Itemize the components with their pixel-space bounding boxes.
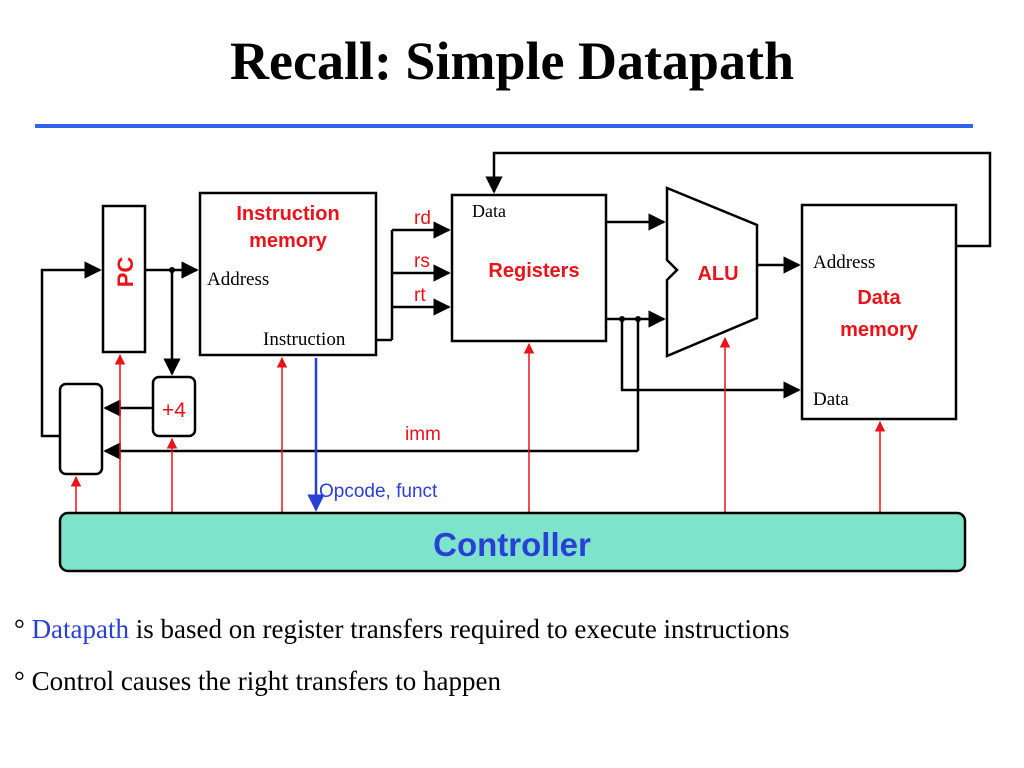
junction-pc bbox=[169, 267, 175, 273]
rt-label: rt bbox=[414, 285, 426, 306]
junction-imm bbox=[635, 316, 641, 322]
alu-label: ALU bbox=[697, 263, 738, 285]
pc-register bbox=[101, 204, 147, 354]
bullet-2-text: Control causes the right transfers to ha… bbox=[24, 666, 501, 696]
bullet-2-marker: ° bbox=[14, 666, 25, 696]
opcode-label: Opcode, funct bbox=[319, 481, 438, 502]
registers-block bbox=[450, 193, 608, 343]
pc-label: PC bbox=[113, 257, 138, 288]
writeback-wire bbox=[485, 151, 992, 248]
data-memory-block bbox=[800, 203, 958, 421]
bullet-1: ° Datapath is based on register transfer… bbox=[14, 614, 790, 645]
page-title: Recall: Simple Datapath bbox=[230, 31, 794, 91]
adder-block bbox=[151, 375, 197, 438]
bullet-1-marker: ° bbox=[14, 614, 25, 644]
instruction-memory-title-line1: Instruction bbox=[236, 203, 339, 225]
junction-rt bbox=[619, 316, 625, 322]
bullet-1-text: is based on register transfers required … bbox=[129, 614, 790, 644]
title-divider bbox=[35, 124, 973, 128]
adder-label: +4 bbox=[162, 399, 186, 422]
registers-label: Registers bbox=[488, 260, 579, 282]
bullet-1-highlight: Datapath bbox=[31, 614, 130, 644]
rs-label: rs bbox=[414, 251, 430, 272]
controller-block bbox=[58, 511, 967, 573]
mux-to-pc-wire bbox=[40, 261, 102, 438]
data-memory-title-line1: Data bbox=[857, 287, 901, 309]
alu-block bbox=[665, 186, 759, 358]
data-memory-data-label: Data bbox=[813, 389, 849, 410]
instruction-memory-address-label: Address bbox=[207, 269, 269, 290]
instruction-memory-instruction-label: Instruction bbox=[263, 329, 346, 350]
instruction-memory-title-line2: memory bbox=[249, 230, 328, 252]
instruction-memory-block bbox=[198, 191, 378, 357]
controller-label: Controller bbox=[433, 526, 591, 563]
pc-mux bbox=[58, 382, 104, 476]
data-memory-address-label: Address bbox=[813, 252, 875, 273]
rd-label: rd bbox=[414, 208, 431, 229]
bullet-2: ° Control causes the right transfers to … bbox=[14, 666, 501, 697]
registers-data-label: Data bbox=[472, 201, 506, 221]
reg-to-dmem-data-wire bbox=[620, 319, 801, 399]
imm-label: imm bbox=[405, 424, 441, 445]
data-memory-title-line2: memory bbox=[840, 319, 919, 341]
